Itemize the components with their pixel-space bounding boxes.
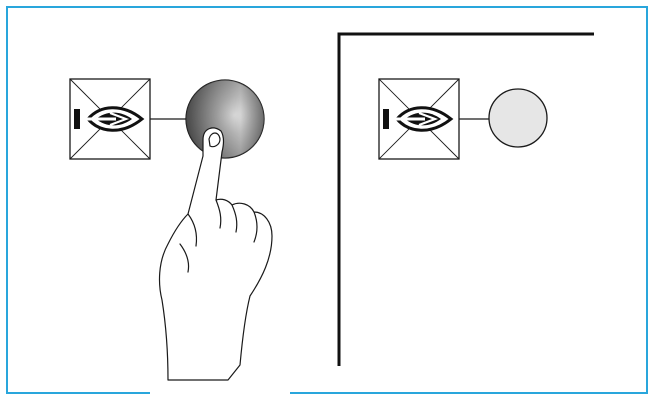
released-state-panel bbox=[339, 34, 594, 366]
pressed-button[interactable] bbox=[186, 80, 264, 158]
pressed-state-panel bbox=[70, 79, 290, 396]
panel-corner-border bbox=[339, 34, 594, 366]
released-button[interactable] bbox=[489, 89, 547, 147]
pointing-hand-icon bbox=[160, 128, 272, 380]
shuttle-eye-symbol-icon bbox=[379, 79, 459, 159]
shuttle-eye-symbol-icon bbox=[70, 79, 150, 159]
